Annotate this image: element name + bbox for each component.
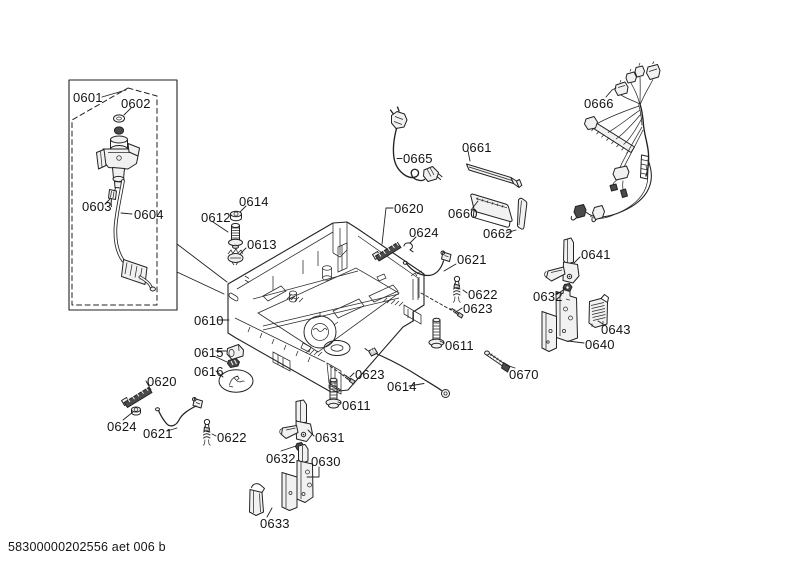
foot-0611-right-drawing (428, 317, 445, 349)
part-label-0611-right: 0611 (445, 338, 474, 353)
part-label-0640: 0640 (585, 337, 615, 352)
bracket-0630-drawing (281, 444, 314, 511)
part-label-0660: 0660 (448, 206, 478, 221)
part-label-0632-right: 0632 (533, 289, 563, 304)
part-label-0623-right: 0623 (463, 301, 493, 316)
part-label-0641: 0641 (581, 247, 611, 262)
detail-circle-0616 (218, 369, 254, 393)
part-label-0604: 0604 (134, 207, 164, 222)
part-label-0614-bottom: 0614 (387, 379, 417, 394)
clip-0613-drawing (227, 248, 244, 266)
document-code: 58300000202556 aet 006 b (8, 540, 166, 554)
part-label-0665: 0665 (403, 151, 433, 166)
part-label-0601: 0601 (73, 90, 103, 105)
screw-0612-drawing (228, 223, 243, 249)
base-frame-drawing (227, 221, 425, 395)
part-label-0612: 0612 (201, 210, 231, 225)
anchor-0622-mid-drawing (452, 275, 461, 303)
part-label-0610: 0610 (194, 313, 224, 328)
part-label-0666: 0666 (584, 96, 614, 111)
part-label-0616: 0616 (194, 364, 224, 379)
holder-0615-drawing (226, 344, 244, 368)
part-label-0614-top: 0614 (239, 194, 269, 209)
hinge-lever-0641-drawing (544, 237, 580, 284)
leader-lines (101, 87, 617, 518)
part-label-0621-mid: 0621 (457, 252, 487, 267)
nut-0632-right-drawing (562, 283, 573, 292)
part-label-0633: 0633 (260, 516, 290, 531)
hinge-lever-0631-drawing (279, 399, 313, 442)
nut-0614-drawing (230, 210, 242, 222)
inset-box-frame (68, 79, 178, 311)
pin-0620-left-drawing (121, 387, 153, 408)
screw-0623-left-drawing (341, 374, 356, 385)
cover-strip-0661-drawing (466, 163, 523, 188)
part-label-0631: 0631 (315, 430, 345, 445)
part-label-0620-left: 0620 (147, 374, 177, 389)
part-label-0615: 0615 (194, 345, 224, 360)
part-label-0670: 0670 (509, 367, 539, 382)
inset-reference-lines (176, 243, 228, 295)
screw-0623-right-drawing (449, 308, 464, 319)
part-label-0622-left: 0622 (217, 430, 247, 445)
part-label-0621-left: 0621 (143, 426, 173, 441)
anchor-0622-left-drawing (202, 418, 211, 446)
tray-0660-drawing (470, 193, 513, 228)
part-label-0623-left: 0623 (355, 367, 385, 382)
stud-0670-drawing (484, 350, 511, 373)
wiring-harness-0666-drawing (570, 61, 661, 223)
foot-0611-bottom-drawing (325, 377, 342, 409)
part-label-0662: 0662 (483, 226, 513, 241)
power-cord-0665-drawing (389, 106, 443, 182)
nut-0624-left-drawing (131, 406, 141, 416)
cable-0621-mid-drawing (402, 250, 452, 277)
bracket-0640-drawing (541, 289, 578, 352)
part-label-0603: 0603 (82, 199, 112, 214)
part-label-0620-mid: 0620 (394, 201, 424, 216)
part-label-0630: 0630 (311, 454, 341, 469)
part-label-0622-mid: 0622 (468, 287, 498, 302)
cable-0621-left-drawing (155, 397, 203, 427)
assembly-dashed-lines (329, 292, 452, 377)
strip-0662-drawing (516, 197, 528, 230)
part-label-0613: 0613 (247, 237, 277, 252)
spring-0643-drawing (588, 294, 609, 328)
part-label-0624-left: 0624 (107, 419, 137, 434)
water-inlet-assembly-drawing (96, 114, 156, 292)
cable-0614-drawing (364, 347, 450, 398)
part-label-0632-bottom: 0632 (266, 451, 296, 466)
part-label-0602: 0602 (121, 96, 151, 111)
part-label-0661: 0661 (462, 140, 492, 155)
part-label-0611-bottom: 0611 (342, 398, 371, 413)
pin-0620-mid-drawing (372, 241, 402, 262)
part-label-0624-mid: 0624 (409, 225, 439, 240)
part-label-0643: 0643 (601, 322, 631, 337)
ring-0624-mid-drawing (403, 242, 414, 253)
bracket-0633-drawing (249, 483, 265, 516)
